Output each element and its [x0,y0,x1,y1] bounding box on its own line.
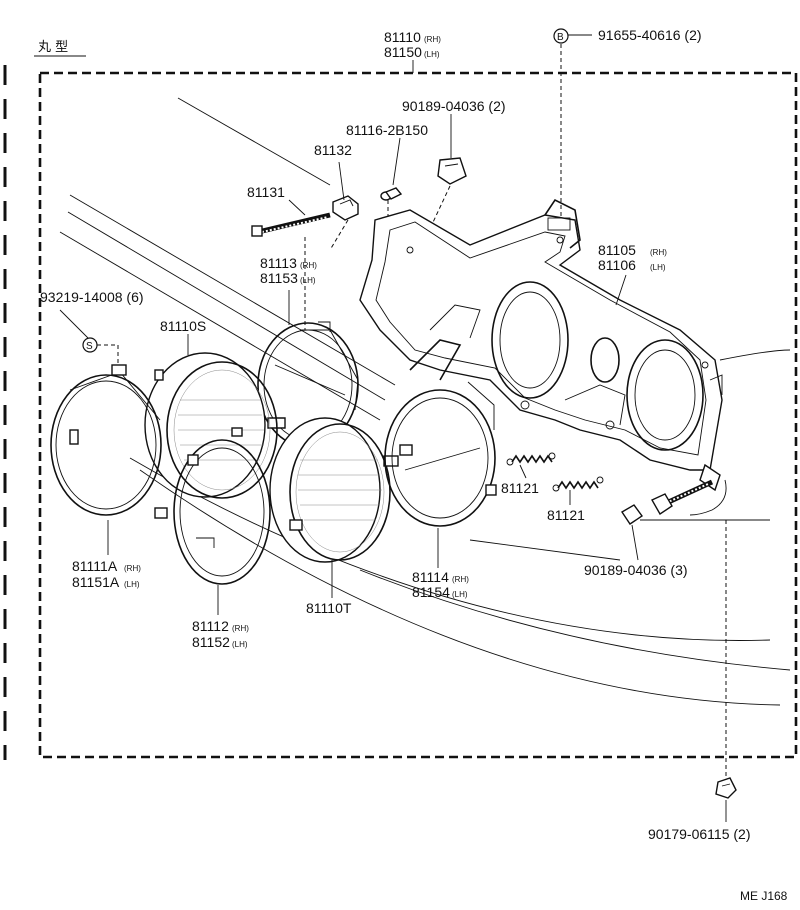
side-81153: (LH) [300,276,316,285]
clip-90179 [715,777,737,799]
adjuster-screw [651,479,714,515]
retaining-ring-81111a [50,364,168,519]
mounting-ring-81114 [384,381,497,527]
side-81152: (LH) [232,640,248,649]
variant-label: 丸 型 [38,40,68,55]
s-part-number: 93219-14008 (6) [40,289,144,305]
part-81121-b: 81121 [547,507,585,523]
assembly-label: 81110 (RH) 81150 (LH) [384,29,441,73]
part-81116: 81116-2B150 [346,122,428,138]
part-81106: 81106 [598,257,636,273]
side-81114: (RH) [452,575,469,584]
b-marker: B [557,32,564,43]
part-81114: 81114 [412,569,449,585]
b-part-number: 91655-40616 (2) [598,27,702,43]
housing-center-hole [590,337,620,383]
part-81151a: 81151A [72,574,120,590]
part-81132: 81132 [314,142,352,158]
sealed-beam-81110s [144,352,278,499]
clip-90189-bottom [621,504,643,525]
part-90189-bottom: 90189-04036 (3) [584,562,688,578]
housing-opening-right [626,339,704,451]
part-81110s: 81110S [160,318,206,334]
part-81110t: 81110T [306,600,352,616]
assembly-side-rh: (RH) [424,35,441,44]
leader-lines [107,114,727,822]
part-81121-a: 81121 [501,480,539,496]
b-marker-circle [553,28,569,44]
part-90179: 90179-06115 (2) [648,826,750,842]
diagram-code: ME J168 [740,889,788,903]
part-81152: 81152 [192,634,230,650]
housing-opening-left [491,281,569,399]
spring-81121-b [552,476,604,492]
part-81153: 81153 [260,270,298,286]
assembly-part-lh: 81150 [384,44,422,60]
part-81111a: 81111A [72,558,118,574]
spring-81121-a [506,452,556,466]
part-81113: 81113 [260,255,297,271]
pin-81116 [380,187,403,201]
side-81151a: (LH) [124,580,140,589]
callout-s: 93219-14008 (6) S [40,289,144,368]
side-81113: (RH) [300,261,317,270]
part-81131: 81131 [247,184,285,200]
sealed-beam-81110t [269,417,399,563]
body-guide-lines [59,97,791,706]
side-81154: (LH) [452,590,468,599]
part-81154: 81154 [412,584,450,600]
side-81105: (RH) [650,248,667,257]
assembly-part-rh: 81110 [384,29,421,45]
screw-81131 [251,212,331,237]
side-81111a: (RH) [124,564,141,573]
headlamp-housing [359,198,723,492]
nut-81132 [332,195,359,221]
assembly-side-lh: (LH) [424,50,440,59]
retaining-ring-81112 [173,439,271,585]
callout-b: B 91655-40616 (2) [553,27,702,230]
s-marker: S [86,341,93,352]
part-90189-top: 90189-04036 (2) [402,98,506,114]
part-81112: 81112 [192,618,229,634]
side-81106: (LH) [650,263,666,272]
assembly-frame [38,71,798,759]
clip-90189-top [437,157,467,185]
side-81112: (RH) [232,624,249,633]
part-81105: 81105 [598,242,636,258]
